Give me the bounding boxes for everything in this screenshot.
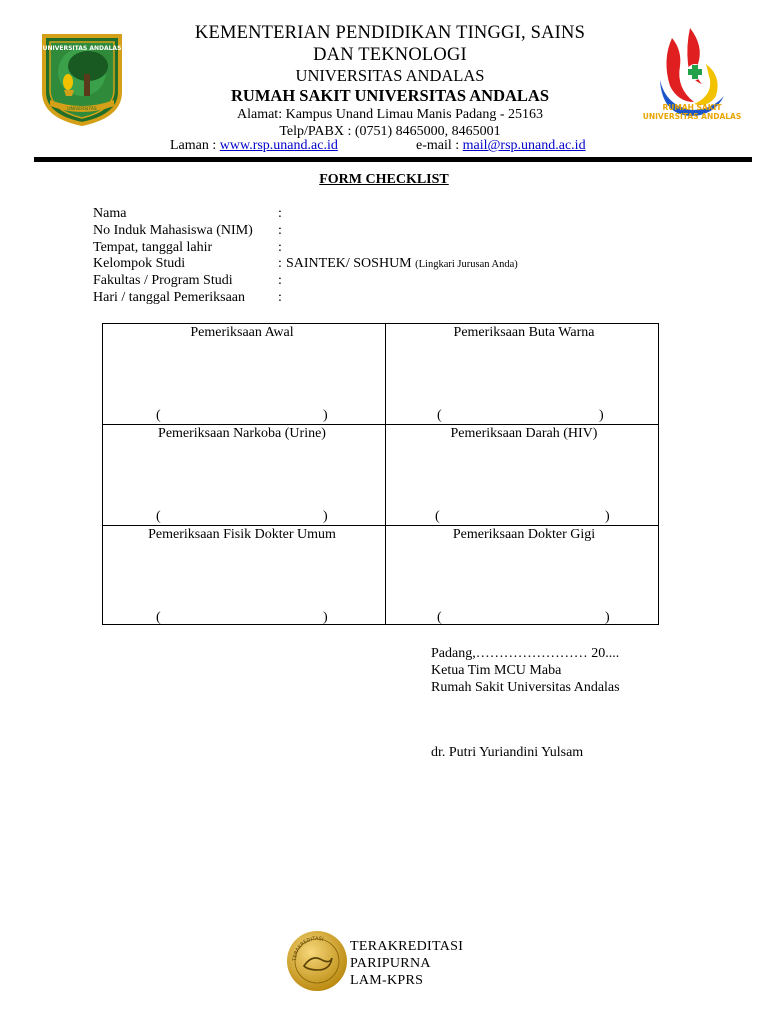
signer-institution: Rumah Sakit Universitas Andalas: [431, 680, 620, 695]
checklist-cell-gigi: Pemeriksaan Dokter Gigi ( ): [385, 526, 663, 626]
form-title: FORM CHECKLIST: [319, 172, 449, 187]
signature-paren-close: ): [605, 509, 610, 524]
email-label: e-mail :: [416, 138, 463, 153]
ministry-line-2: DAN TEKNOLOGI: [313, 45, 467, 65]
signature-paren-open: (: [156, 509, 161, 524]
field-colon: :: [278, 289, 282, 305]
phone-line: Telp/PABX : (0751) 8465000, 8465001: [279, 124, 501, 139]
signature-block: Padang,…………………… 20.... Ketua Tim MCU Mab…: [431, 645, 620, 696]
signature-paren-open: (: [437, 408, 442, 423]
signature-paren-open: (: [156, 408, 161, 423]
website-link[interactable]: www.rsp.unand.ac.id: [219, 138, 338, 153]
checklist-cell-title: Pemeriksaan Awal: [190, 325, 294, 340]
study-group-options: SAINTEK/ SOSHUM: [286, 256, 416, 272]
ministry-line-1: KEMENTERIAN PENDIDIKAN TINGGI, SAINS: [194, 23, 586, 43]
email-link[interactable]: mail@rsp.unand.ac.id: [462, 138, 586, 153]
study-group-note: (Lingkari Jurusan Anda): [415, 259, 518, 271]
field-colon: :: [278, 256, 282, 272]
checklist-cell-fisik: Pemeriksaan Fisik Dokter Umum ( ): [103, 526, 381, 626]
signature-paren-open: (: [156, 610, 161, 625]
rs-logo-text-1: RUMAH SAKIT: [663, 103, 723, 112]
rumah-sakit-flame-icon: RUMAH SAKIT UNIVERSITAS ANDALAS: [643, 28, 742, 121]
checklist-cell-awal: Pemeriksaan Awal ( ): [103, 324, 381, 424]
website-line: Laman : www.rsp.unand.ac.id: [170, 138, 338, 154]
field-value: SAINTEK/ SOSHUM (Lingkari Jurusan Anda): [286, 256, 518, 274]
field-label: Kelompok Studi: [93, 256, 186, 272]
signer-role: Ketua Tim MCU Maba: [431, 663, 562, 678]
field-colon: :: [278, 273, 282, 289]
field-label: Hari / tanggal Pemeriksaan: [93, 289, 246, 305]
university-name: UNIVERSITAS ANDALAS: [295, 66, 485, 85]
checklist-cell-narkoba: Pemeriksaan Narkoba (Urine) ( ): [103, 425, 381, 525]
place-date: Padang,…………………… 20....: [431, 646, 620, 661]
accreditation-line-1: TERAKREDITASI: [350, 939, 464, 954]
email-line: e-mail : mail@rsp.unand.ac.id: [416, 138, 586, 154]
grid-divider-horizontal: [103, 525, 658, 526]
checklist-cell-title: Pemeriksaan Dokter Gigi: [452, 527, 596, 542]
rs-logo-text-2: UNIVERSITAS ANDALAS: [643, 112, 742, 121]
signature-paren-open: (: [437, 610, 442, 625]
field-colon: :: [278, 239, 282, 255]
checklist-cell-title: Pemeriksaan Fisik Dokter Umum: [148, 527, 336, 542]
checklist-cell-title: Pemeriksaan Narkoba (Urine): [158, 426, 326, 441]
field-colon: :: [278, 206, 282, 221]
accreditation-text: TERAKREDITASI PARIPURNA LAM-KPRS: [350, 938, 463, 989]
checklist-cell-buta-warna: Pemeriksaan Buta Warna ( ): [385, 324, 663, 424]
website-label: Laman :: [170, 138, 220, 153]
signature-paren-close: ): [323, 509, 328, 524]
signature-paren-close: ): [323, 408, 328, 423]
accreditation-line-3: LAM-KPRS: [350, 973, 424, 988]
grid-divider-vertical: [385, 324, 386, 624]
universitas-andalas-emblem-icon: UNIVERSITAS ANDALAS UNIVERSITAS: [42, 34, 122, 126]
accreditation-seal-icon: TERAKREDITASI: [287, 931, 347, 991]
signature-paren-close: ): [599, 408, 604, 423]
checklist-cell-title: Pemeriksaan Darah (HIV): [450, 426, 598, 441]
signature-paren-close: ): [605, 610, 610, 625]
address-line: Alamat: Kampus Unand Limau Manis Padang …: [236, 107, 543, 122]
emblem-text-bottom: UNIVERSITAS: [67, 106, 97, 112]
signature-paren-open: (: [435, 509, 440, 524]
field-label: Tempat, tanggal lahir: [93, 239, 213, 255]
field-label: Nama: [93, 206, 127, 221]
signature-paren-close: ): [323, 610, 328, 625]
field-label: Fakultas / Program Studi: [93, 273, 233, 289]
letterhead: KEMENTERIAN PENDIDIKAN TINGGI, SAINS DAN…: [140, 22, 640, 140]
signer-name: dr. Putri Yuriandini Yulsam: [431, 745, 584, 760]
checklist-cell-title: Pemeriksaan Buta Warna: [453, 325, 595, 340]
checklist-grid: Pemeriksaan Awal ( ) Pemeriksaan Buta Wa…: [102, 323, 659, 625]
grid-divider-horizontal: [103, 424, 658, 425]
field-label: No Induk Mahasiswa (NIM): [93, 222, 253, 238]
hospital-name: RUMAH SAKIT UNIVERSITAS ANDALAS: [231, 86, 549, 105]
accreditation-line-2: PARIPURNA: [350, 956, 431, 971]
header-divider: [34, 157, 752, 162]
checklist-cell-darah: Pemeriksaan Darah (HIV) ( ): [385, 425, 663, 525]
field-colon: :: [278, 222, 282, 238]
emblem-text-top: UNIVERSITAS ANDALAS: [43, 45, 122, 52]
